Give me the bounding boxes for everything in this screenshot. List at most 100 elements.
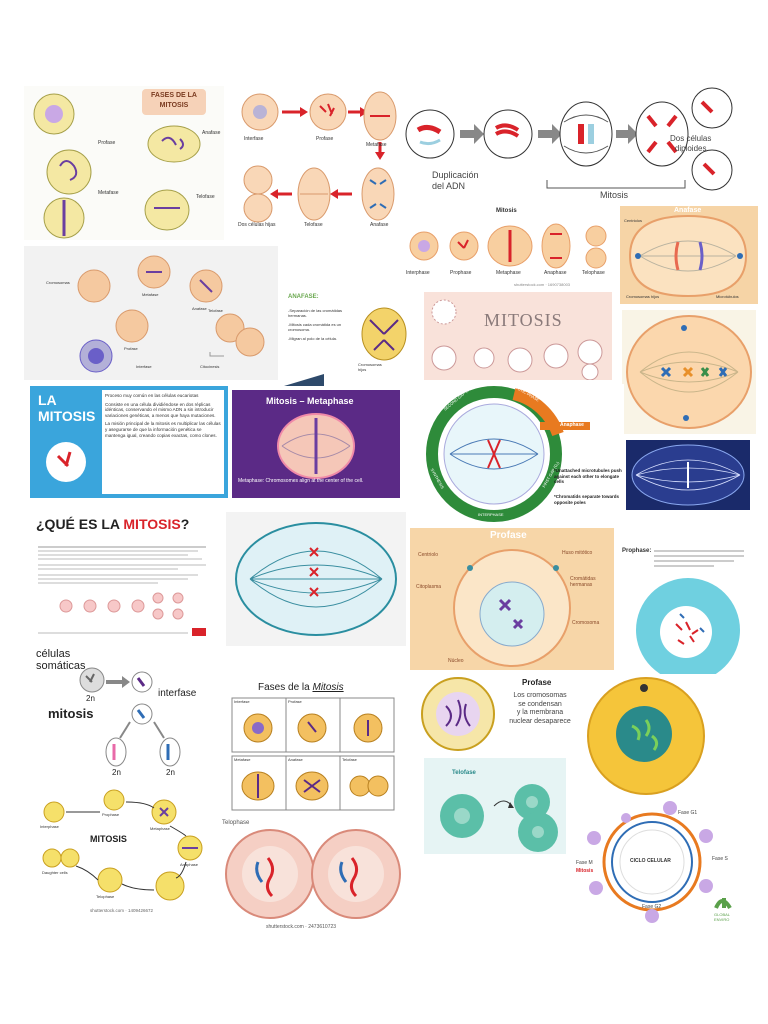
fases-table-head-telofase: Telofase bbox=[342, 757, 357, 762]
bullet-1: Proceso muy común en las células eucario… bbox=[105, 393, 199, 398]
cell-cycle-note-1: *Unattached microtubules push against ea… bbox=[554, 468, 622, 484]
bullet-2: Consiste en una célula dividiéndose en d… bbox=[105, 401, 216, 418]
mitosis-circle-title: MITOSIS bbox=[90, 834, 127, 844]
fases-table-head-profase: Profase bbox=[288, 699, 302, 704]
tile-spindle-blue bbox=[626, 440, 750, 510]
arrows-label-anafase: Anafase bbox=[370, 222, 389, 228]
circle-label-daughter: Daughter cells bbox=[42, 870, 68, 875]
anafase-caption: Cromosomas hijos bbox=[358, 362, 382, 372]
metaphase-purple-title: Mitosis – Metaphase bbox=[266, 396, 354, 406]
profase-label-centriolo: Centriolo bbox=[418, 552, 439, 558]
tile-yellow-cell bbox=[580, 674, 712, 798]
que-es-title: ¿QUÉ ES LA MITOSIS? bbox=[36, 516, 190, 532]
cycle-label-interfase: Interfase bbox=[136, 364, 152, 369]
anafase-line-2: -Mitosis cada cromátida es un cromosoma. bbox=[288, 322, 342, 332]
fases-table-head-anafase: Anafase bbox=[288, 757, 303, 762]
tile-metaphase-spindle bbox=[622, 310, 756, 434]
anafase-line-3: -Migran al polo de la célula. bbox=[288, 336, 337, 341]
tile-profase-text: Profase Los cromosomas se condensan y la… bbox=[418, 672, 572, 756]
telophase-big-title: Telophase bbox=[222, 820, 250, 826]
telofase-teal-title: Telofase bbox=[452, 770, 476, 776]
ciclo-label-g2: Fase G2 bbox=[642, 904, 662, 910]
ciclo-label-mitosis: Mitosis bbox=[576, 868, 594, 874]
somaticas-2n-left: 2n bbox=[112, 768, 121, 777]
phases-strip-title: Mitosis bbox=[496, 208, 517, 214]
cycle-label-citocinesis: Citocinesis bbox=[200, 364, 220, 369]
tile-mitosis-circle: MITOSIS Interphase Prophase Metaphase An… bbox=[30, 786, 210, 916]
arrows-label-metafase: Metafase bbox=[366, 142, 387, 148]
somaticas-2n-right: 2n bbox=[166, 768, 175, 777]
circle-label-telophase: Telophase bbox=[96, 894, 115, 899]
tile-fases-mitosis-poster: FASES DE LA MITOSIS Profase Metafase Ana… bbox=[24, 86, 224, 240]
ciclo-brand: GLOBAL ENVIRO bbox=[714, 912, 731, 922]
phase-label-metaphase: Metaphase bbox=[496, 270, 521, 276]
somaticas-interfase: interfase bbox=[158, 688, 197, 699]
phase-label-anaphase: Anaphase bbox=[544, 270, 567, 276]
ciclo-label-s: Fase S bbox=[712, 856, 728, 862]
la-mitosis-title: LA MITOSIS bbox=[38, 392, 96, 424]
profase-label-citoplasma: Citoplasma bbox=[416, 584, 442, 590]
prophase-cyan-title: Prophase: bbox=[622, 548, 652, 554]
somaticas-title: células somáticas bbox=[36, 648, 86, 672]
tile-que-es: ¿QUÉ ES LA MITOSIS? bbox=[32, 512, 212, 644]
cell-cycle-note-2: *Chromatids separate towards opposite po… bbox=[554, 494, 620, 505]
cycle-label-telofase: Telofase bbox=[208, 308, 223, 313]
ciclo-label-g1: Fase G1 bbox=[678, 810, 698, 816]
tile-la-mitosis: LA MITOSIS Proceso muy común en las célu… bbox=[30, 386, 228, 498]
phase-label-telophase: Telophase bbox=[582, 270, 605, 276]
ciclo-center: CICLO CELULAR bbox=[630, 858, 671, 864]
poster-label-telofase: Telofase bbox=[196, 194, 215, 200]
bullet-3: La misión principal de la mitosis es mul… bbox=[105, 421, 221, 438]
fases-table-head-metafase: Metafase bbox=[234, 757, 251, 762]
ring-label-interphase: INTERPHASE bbox=[478, 512, 504, 517]
la-mitosis-bullets: Proceso muy común en las células eucario… bbox=[102, 390, 224, 494]
mitosis-word-text: MITOSIS bbox=[484, 310, 563, 330]
phase-label-interphase: Interphase bbox=[406, 270, 430, 276]
cycle-label-anafase: Anafase bbox=[192, 306, 207, 311]
mitosis-circle-credit: shutterstock.com · 1409426672 bbox=[90, 908, 154, 913]
tile-phases-strip: Mitosis Interphase Prophase Metaphase An… bbox=[404, 206, 616, 290]
circle-label-interphase: Interphase bbox=[40, 824, 59, 829]
fases-table-head-interfase: Interfase bbox=[234, 699, 250, 704]
fases-table-title: Fases de la Mitosis bbox=[258, 682, 344, 693]
tile-anafase-text: ANAFASE: -Separación de las cromátidas h… bbox=[284, 290, 420, 386]
telophase-big-credit: shutterstock.com · 2473610723 bbox=[266, 924, 337, 930]
cycle-label-metafase: Metafase bbox=[142, 292, 159, 297]
tile-cycle-labels: Cromosomas Metafase Anafase Profase Telo… bbox=[24, 246, 278, 380]
dos-celulas-label: Dos células diploides bbox=[670, 134, 712, 153]
profase-text-body: Los cromosomas se condensan y la membran… bbox=[509, 692, 571, 725]
tile-mitosis-arrows: Interfase Profase Metafase Dos células h… bbox=[230, 86, 400, 230]
tile-ciclo-celular: CICLO CELULAR Fase G1 Fase S Fase G2 Fas… bbox=[566, 798, 742, 928]
cycle-label-cromosomas: Cromosomas bbox=[46, 280, 70, 285]
tile-duplicacion-adn: Duplicación del ADN Dos células diploide… bbox=[402, 84, 742, 204]
mitosis-label: Mitosis bbox=[600, 190, 629, 200]
arrows-label-interfase: Interfase bbox=[244, 136, 264, 142]
ciclo-label-m: Fase M bbox=[576, 860, 593, 866]
tile-profase-big: Profase Centriolo Huso mitótico Citoplas… bbox=[410, 528, 614, 670]
phase-label-prophase: Prophase bbox=[450, 270, 472, 276]
anafase-heading: ANAFASE: bbox=[288, 294, 319, 300]
duplicacion-label: Duplicación del ADN bbox=[432, 170, 479, 191]
arrows-label-profase: Profase bbox=[316, 136, 334, 142]
tile-mitosis-word: MITOSIS bbox=[424, 292, 612, 380]
anafase-line-1: -Separación de las cromátidas hermanas. bbox=[288, 308, 343, 318]
phases-strip-credit: shutterstock.com · 1690738003 bbox=[514, 282, 571, 287]
profase-big-title: Profase bbox=[490, 530, 527, 541]
circle-label-prophase: Prophase bbox=[102, 812, 120, 817]
tile-celulas-somaticas: células somáticas 2n interfase mitosis 2… bbox=[30, 644, 210, 780]
poster-title: FASES DE LA MITOSIS bbox=[151, 92, 197, 109]
profase-label-cromatidas: Cromátidas hermanas bbox=[570, 576, 596, 588]
circle-label-metaphase: Metaphase bbox=[150, 826, 170, 831]
cell-cycle-anaphase: Anaphase bbox=[560, 422, 584, 428]
circle-label-anaphase: Anaphase bbox=[180, 862, 199, 867]
poster-label-anafase: Anafase bbox=[202, 130, 221, 136]
somaticas-mitosis: mitosis bbox=[48, 706, 94, 721]
anafase-label-microtubulos: Microtúbulos bbox=[716, 294, 739, 299]
profase-label-cromosoma: Cromosoma bbox=[572, 620, 600, 626]
arrows-label-telofase: Telofase bbox=[304, 222, 323, 228]
profase-label-nucleo: Núcleo bbox=[448, 658, 464, 664]
poster-label-metafase: Metafase bbox=[98, 190, 119, 196]
anafase-cell-title: Anafase bbox=[674, 207, 702, 214]
metaphase-purple-caption: Metaphase: Chromosomes align at the cent… bbox=[238, 478, 364, 484]
arrows-label-hijas: Dos células hijas bbox=[238, 222, 276, 228]
